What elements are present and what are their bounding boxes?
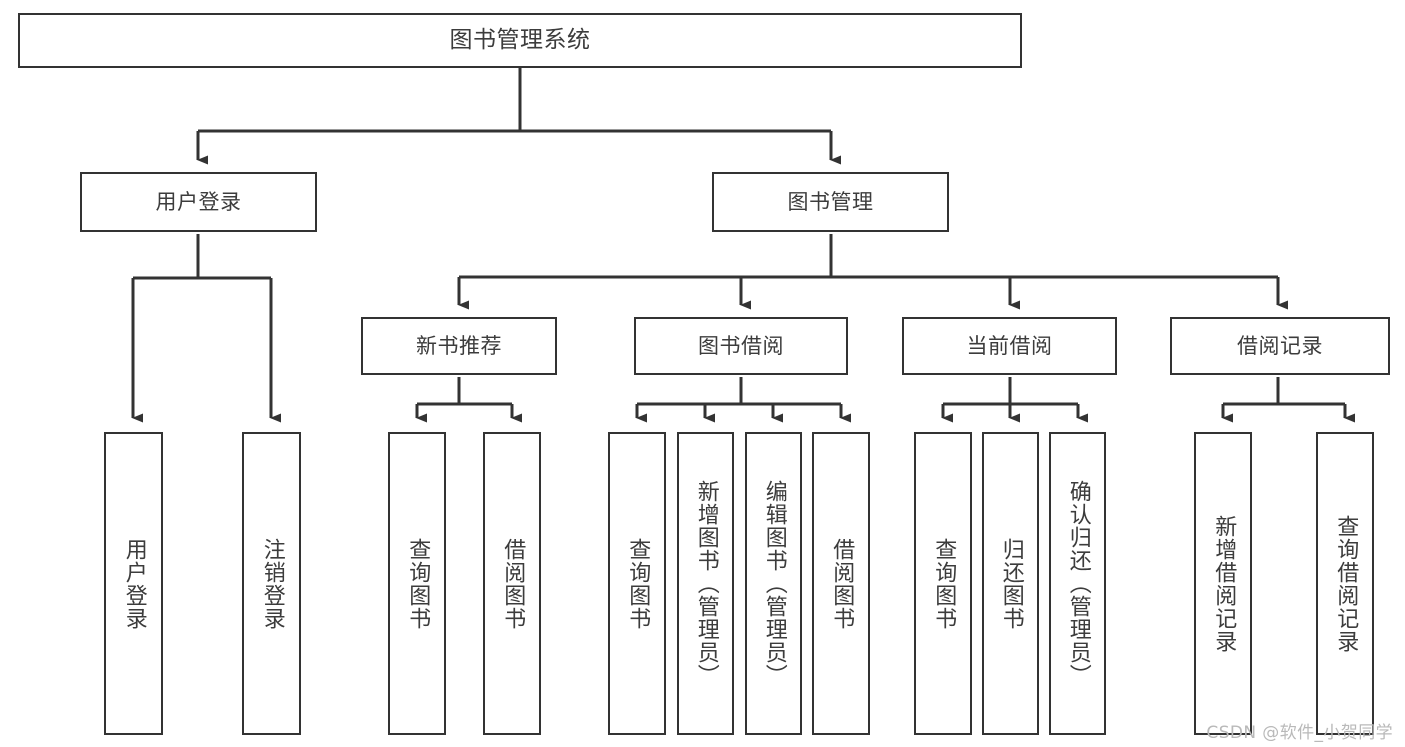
leaf-borrow-query-books[interactable]: 查询图书: [608, 432, 666, 735]
leaf-current-confirm-return-admin[interactable]: 确认归还（管理员）: [1049, 432, 1106, 735]
leaf-current-return-books[interactable]: 归还图书: [982, 432, 1039, 735]
leaf-borrow-edit-book-admin[interactable]: 编辑图书（管理员）: [745, 432, 802, 735]
node-new-book-recommendation[interactable]: 新书推荐: [361, 317, 557, 375]
node-label: 归还图书: [998, 537, 1024, 630]
node-label: 借阅图书: [829, 537, 855, 630]
node-label: 新增借阅记录: [1211, 514, 1237, 653]
node-label: 查询借阅记录: [1333, 514, 1359, 653]
leaf-borrow-borrow-books[interactable]: 借阅图书: [812, 432, 870, 735]
leaf-user-login-login[interactable]: 用户登录: [104, 432, 163, 735]
node-label: 查询图书: [625, 537, 651, 630]
leaf-current-query-books[interactable]: 查询图书: [914, 432, 972, 735]
node-label: 当前借阅: [966, 333, 1053, 358]
leaf-records-add-record[interactable]: 新增借阅记录: [1194, 432, 1252, 735]
node-label: 查询图书: [405, 537, 431, 630]
node-label: 图书借阅: [698, 333, 784, 358]
leaf-records-query-record[interactable]: 查询借阅记录: [1316, 432, 1374, 735]
node-label: 借阅记录: [1237, 333, 1323, 358]
node-label: 新增图书（管理员）: [693, 480, 719, 687]
node-user-login[interactable]: 用户登录: [80, 172, 317, 232]
node-label: 用户登录: [155, 189, 242, 214]
leaf-new-book-query-books[interactable]: 查询图书: [388, 432, 446, 735]
node-label: 图书管理: [787, 189, 874, 214]
node-current-borrowing[interactable]: 当前借阅: [902, 317, 1117, 375]
node-label: 查询图书: [931, 537, 957, 630]
watermark-csdn: CSDN @软件_小贺同学: [1206, 723, 1393, 743]
leaf-new-book-borrow-books[interactable]: 借阅图书: [483, 432, 541, 735]
node-label: 注销登录: [259, 537, 285, 630]
leaf-borrow-add-book-admin[interactable]: 新增图书（管理员）: [677, 432, 734, 735]
node-label: 新书推荐: [416, 333, 502, 358]
node-label: 用户登录: [121, 537, 147, 630]
node-label: 图书管理系统: [449, 26, 591, 53]
leaf-user-login-logout[interactable]: 注销登录: [242, 432, 301, 735]
node-root-book-management-system[interactable]: 图书管理系统: [18, 13, 1022, 68]
node-book-borrowing[interactable]: 图书借阅: [634, 317, 848, 375]
node-label: 确认归还（管理员）: [1065, 480, 1091, 687]
node-borrowing-records[interactable]: 借阅记录: [1170, 317, 1390, 375]
node-label: 借阅图书: [500, 537, 526, 630]
node-book-management[interactable]: 图书管理: [712, 172, 949, 232]
node-label: 编辑图书（管理员）: [761, 480, 787, 687]
